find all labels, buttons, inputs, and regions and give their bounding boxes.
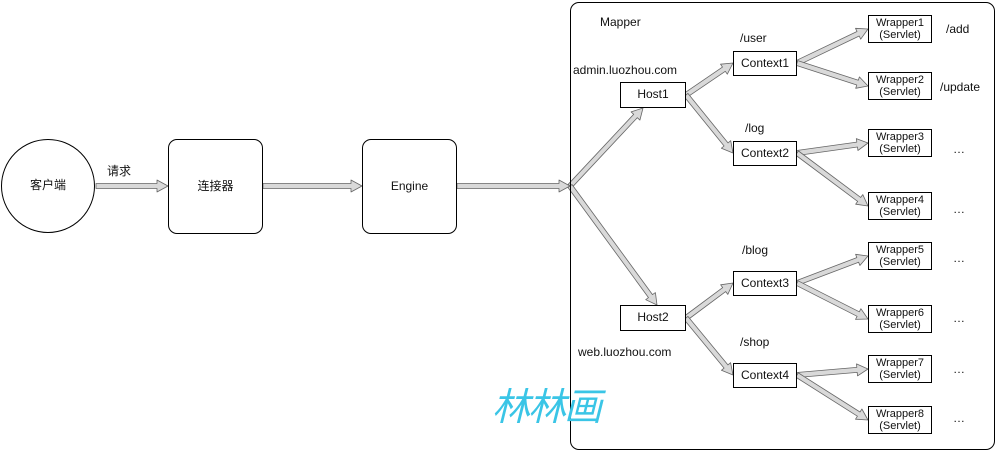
wrapper4-note: … xyxy=(953,202,965,216)
arrow-host1-context2 xyxy=(683,93,734,154)
client-node: 客户端 xyxy=(1,139,95,233)
wrapper4-type: (Servlet) xyxy=(879,206,921,218)
arrow-context3-wrapper5 xyxy=(795,253,869,286)
wrapper3-node: Wrapper3(Servlet) xyxy=(868,129,932,157)
arrow-client-connector xyxy=(95,179,169,193)
arrow-host1-context1 xyxy=(684,62,734,98)
wrapper5-name: Wrapper5 xyxy=(875,244,925,256)
wrapper2-name: Wrapper2 xyxy=(875,74,925,86)
watermark-logo: 林林画 xyxy=(492,385,602,429)
wrapper4-name: Wrapper4 xyxy=(875,194,925,206)
arrow-context4-wrapper8 xyxy=(795,372,869,421)
arrow-context2-wrapper4 xyxy=(795,150,869,207)
host1-domain: admin.luozhou.com xyxy=(573,63,678,77)
wrapper7-note: … xyxy=(953,362,965,376)
wrapper7-type: (Servlet) xyxy=(879,369,921,381)
wrapper2-note: /update xyxy=(940,80,981,94)
wrapper8-node: Wrapper8(Servlet) xyxy=(868,406,932,434)
wrapper5-node: Wrapper5(Servlet) xyxy=(868,242,932,270)
context4-node: Context4 xyxy=(733,363,797,388)
arrow-mapper-host2 xyxy=(567,184,658,306)
arrow-engine-mapper xyxy=(456,179,571,193)
wrapper1-node: Wrapper1(Servlet) xyxy=(868,15,932,43)
wrapper8-type: (Servlet) xyxy=(879,420,921,432)
wrapper3-note: … xyxy=(953,142,965,156)
arrow-context3-wrapper6 xyxy=(795,280,869,320)
context2-path: /log xyxy=(745,121,765,135)
context3-node: Context3 xyxy=(733,271,797,296)
host1-node: Host1 xyxy=(620,82,686,108)
wrapper5-type: (Servlet) xyxy=(879,256,921,268)
wrapper1-type: (Servlet) xyxy=(879,29,921,41)
wrapper7-node: Wrapper7(Servlet) xyxy=(868,355,932,383)
mapper-container xyxy=(570,2,995,450)
wrapper6-name: Wrapper6 xyxy=(875,307,925,319)
wrapper1-name: Wrapper1 xyxy=(875,17,925,29)
arrow-connector-engine xyxy=(262,179,363,193)
wrapper1-note: /add xyxy=(946,22,970,36)
mapper-title: Mapper xyxy=(600,15,641,29)
wrapper6-node: Wrapper6(Servlet) xyxy=(868,305,932,333)
context3-path: /blog xyxy=(742,243,769,257)
arrow-host2-context3 xyxy=(684,282,734,321)
wrapper6-note: … xyxy=(953,311,965,325)
context2-node: Context2 xyxy=(733,141,797,166)
host2-domain: web.luozhou.com xyxy=(578,345,672,359)
wrapper2-node: Wrapper2(Servlet) xyxy=(868,72,932,100)
wrapper2-type: (Servlet) xyxy=(879,86,921,98)
wrapper5-note: … xyxy=(953,251,965,265)
wrapper7-name: Wrapper7 xyxy=(875,357,925,369)
context1-path: /user xyxy=(740,31,767,45)
wrapper3-type: (Servlet) xyxy=(879,143,921,155)
wrapper8-name: Wrapper8 xyxy=(875,408,925,420)
wrapper4-node: Wrapper4(Servlet) xyxy=(868,192,932,220)
arrow-context1-wrapper2 xyxy=(795,60,869,89)
arrow-host2-context4 xyxy=(683,315,734,376)
arrow-mapper-host1 xyxy=(567,107,644,189)
connector-node: 连接器 xyxy=(168,139,263,234)
host2-node: Host2 xyxy=(620,305,686,331)
context4-path: /shop xyxy=(740,335,770,349)
context1-node: Context1 xyxy=(733,51,797,76)
wrapper8-note: … xyxy=(953,411,965,425)
request-label: 请求 xyxy=(107,164,132,178)
arrow-context1-wrapper1 xyxy=(795,27,869,66)
arrow-context2-wrapper3 xyxy=(796,138,869,156)
wrapper6-type: (Servlet) xyxy=(879,319,921,331)
wrapper3-name: Wrapper3 xyxy=(875,131,925,143)
engine-node: Engine xyxy=(362,139,457,234)
arrow-context4-wrapper7 xyxy=(796,363,869,378)
